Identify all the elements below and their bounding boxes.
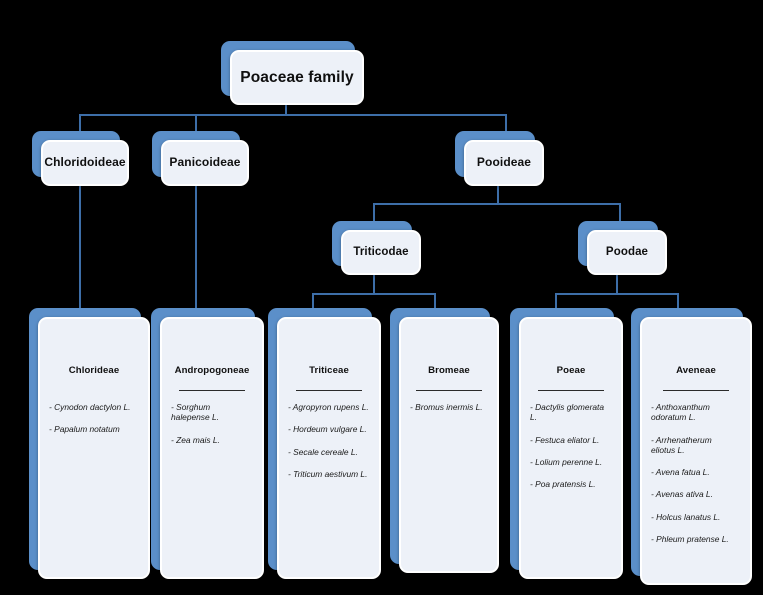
tribe-label: Poeae bbox=[556, 365, 586, 376]
node-triticeae[interactable]: Triticeae - Agropyron rupens L. - Hordeu… bbox=[268, 308, 381, 579]
connector-drop-triticeae bbox=[312, 293, 314, 312]
tribe-divider bbox=[179, 390, 245, 392]
connector-drop-poeae bbox=[555, 293, 557, 312]
connector-root-stem bbox=[285, 105, 287, 115]
tribe-divider bbox=[538, 390, 604, 392]
node-triticodae[interactable]: Triticodae bbox=[332, 221, 421, 275]
node-label: Triticodae bbox=[353, 245, 409, 258]
species-item: - Poa pratensis L. bbox=[530, 479, 596, 490]
species-item: - Hordeum vulgare L. bbox=[288, 424, 367, 435]
tribe-label: Aveneae bbox=[676, 365, 716, 376]
connector-drop-pooideae bbox=[505, 114, 507, 132]
connector-level3-bus-poodae bbox=[555, 293, 678, 295]
species-item: - Papalum notatum bbox=[49, 424, 120, 435]
connector-triticodae-stem bbox=[373, 275, 375, 293]
tribe-divider bbox=[416, 390, 482, 392]
node-face: Poaceae family bbox=[230, 50, 364, 105]
species-item: - Secale cereale L. bbox=[288, 446, 358, 457]
connector-level3-bus-triticodae bbox=[312, 293, 436, 295]
tribe-label: Chlorideae bbox=[68, 365, 120, 376]
connector-chloridoideae-to-chlorideae bbox=[79, 186, 81, 312]
node-poeae[interactable]: Poeae - Dactylis glomerata L. - Festuca … bbox=[510, 308, 623, 579]
species-list: - Dactylis glomerata L. - Festuca eliato… bbox=[521, 391, 621, 501]
connector-drop-bromeae bbox=[434, 293, 436, 312]
connector-level2-bus bbox=[373, 203, 621, 205]
tribe-label: Bromeae bbox=[428, 365, 470, 376]
node-face: Aveneae - Anthoxanthum odoratum L. - Arr… bbox=[640, 317, 752, 585]
node-face: Pooideae bbox=[464, 140, 544, 186]
species-item: - Dactylis glomerata L. bbox=[530, 402, 605, 423]
node-label: Poodae bbox=[605, 245, 649, 258]
node-face: Panicoideae bbox=[161, 140, 249, 186]
node-face: Triticodae bbox=[341, 230, 421, 275]
species-item: - Avena fatua L. bbox=[651, 467, 710, 478]
node-face: Chlorideae - Cynodon dactylon L. - Papal… bbox=[38, 317, 150, 579]
species-list: - Agropyron rupens L. - Hordeum vulgare … bbox=[279, 391, 379, 491]
species-list: - Bromus inermis L. bbox=[401, 391, 497, 424]
species-item: - Arrhenatherum eliotus L. bbox=[651, 434, 712, 455]
node-face: Chloridoideae bbox=[41, 140, 129, 186]
tribe-divider bbox=[296, 390, 362, 392]
connector-pooideae-stem bbox=[497, 186, 499, 204]
connector-panicoideae-to-andropogoneae bbox=[195, 186, 197, 312]
tribe-label: Andropogoneae bbox=[174, 365, 250, 376]
species-item: - Zea mais L. bbox=[171, 434, 220, 445]
node-label: Poaceae family bbox=[240, 68, 354, 86]
node-chlorideae[interactable]: Chlorideae - Cynodon dactylon L. - Papal… bbox=[29, 308, 150, 579]
species-item: - Agropyron rupens L. bbox=[288, 402, 369, 413]
connector-drop-aveneae bbox=[677, 293, 679, 312]
node-face: Bromeae - Bromus inermis L. bbox=[399, 317, 499, 573]
node-poodae[interactable]: Poodae bbox=[578, 221, 667, 275]
connector-level1-bus bbox=[79, 114, 507, 116]
node-aveneae[interactable]: Aveneae - Anthoxanthum odoratum L. - Arr… bbox=[631, 308, 752, 585]
species-item: - Avenas ativa L. bbox=[651, 489, 713, 500]
node-label: Chloridoideae bbox=[44, 155, 126, 170]
species-item: - Phleum pratense L. bbox=[651, 533, 729, 544]
connector-poodae-stem bbox=[616, 275, 618, 293]
node-poaceae-family[interactable]: Poaceae family bbox=[221, 41, 364, 105]
connector-drop-triticodae bbox=[373, 203, 375, 221]
species-list: - Cynodon dactylon L. - Papalum notatum bbox=[40, 391, 148, 447]
species-item: - Lolium perenne L. bbox=[530, 456, 603, 467]
node-pooideae[interactable]: Pooideae bbox=[455, 131, 544, 186]
node-face: Poodae bbox=[587, 230, 667, 275]
species-item: - Holcus lanatus L. bbox=[651, 511, 721, 522]
species-item: - Anthoxanthum odoratum L. bbox=[651, 402, 710, 423]
node-face: Andropogoneae - Sorghum halepense L. - Z… bbox=[160, 317, 264, 579]
species-list: - Anthoxanthum odoratum L. - Arrhenather… bbox=[642, 391, 750, 556]
node-face: Triticeae - Agropyron rupens L. - Hordeu… bbox=[277, 317, 381, 579]
species-item: - Triticum aestivum L. bbox=[288, 468, 368, 479]
species-item: - Cynodon dactylon L. bbox=[49, 402, 131, 413]
node-bromeae[interactable]: Bromeae - Bromus inermis L. bbox=[390, 308, 499, 573]
connector-drop-panicoideae bbox=[195, 114, 197, 132]
node-chloridoideae[interactable]: Chloridoideae bbox=[32, 131, 129, 186]
node-label: Panicoideae bbox=[169, 155, 241, 170]
tribe-label: Triticeae bbox=[309, 365, 349, 376]
species-item: - Sorghum halepense L. bbox=[171, 402, 219, 423]
node-panicoideae[interactable]: Panicoideae bbox=[152, 131, 249, 186]
species-item: - Festuca eliator L. bbox=[530, 434, 600, 445]
tribe-divider bbox=[663, 390, 729, 392]
node-andropogoneae[interactable]: Andropogoneae - Sorghum halepense L. - Z… bbox=[151, 308, 264, 579]
node-label: Pooideae bbox=[476, 155, 532, 170]
species-list: - Sorghum halepense L. - Zea mais L. bbox=[162, 391, 262, 457]
node-face: Poeae - Dactylis glomerata L. - Festuca … bbox=[519, 317, 623, 579]
connector-drop-chloridoideae bbox=[79, 114, 81, 132]
species-item: - Bromus inermis L. bbox=[410, 402, 483, 413]
connector-drop-poodae bbox=[619, 203, 621, 221]
